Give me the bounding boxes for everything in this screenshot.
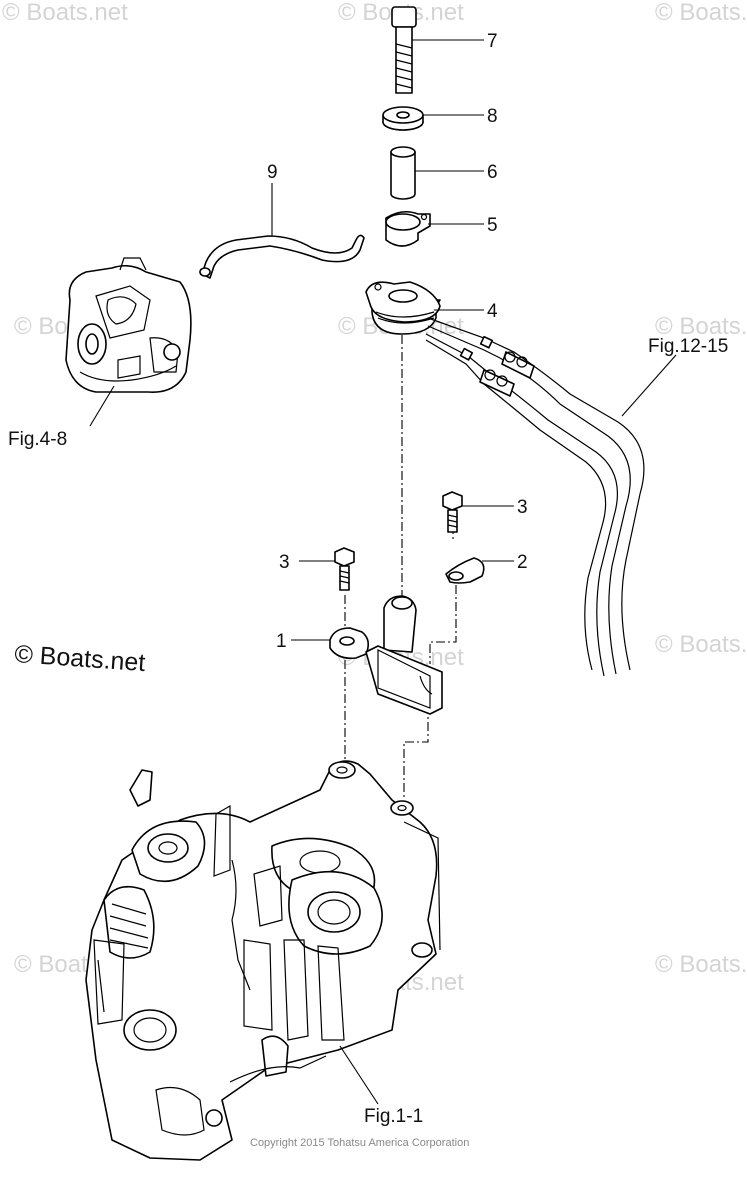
callout-6: 6 bbox=[487, 162, 498, 183]
engine-block-reference bbox=[85, 760, 441, 1161]
callout-2: 2 bbox=[517, 552, 528, 573]
fig-ref-12-15: Fig.12-15 bbox=[648, 336, 728, 357]
callouts: 7 8 6 5 4 9 3 3 2 1 bbox=[267, 31, 528, 652]
callout-8: 8 bbox=[487, 106, 498, 127]
part-7-bolt bbox=[391, 6, 417, 94]
watermark-tile: © Boats.net bbox=[655, 951, 747, 978]
watermark-main: © Boats.net bbox=[14, 640, 147, 677]
figure-references: Fig.4-8 Fig.12-15 Fig.1-1 bbox=[8, 336, 728, 1127]
part-2-cable-clip bbox=[445, 557, 485, 584]
watermark-tile: © Boats.net bbox=[655, 631, 747, 658]
part-8-washer bbox=[382, 106, 424, 131]
watermark-tile: © Boats.net bbox=[2, 0, 128, 26]
callout-3-upper: 3 bbox=[517, 497, 528, 518]
leader-lines bbox=[89, 39, 677, 1105]
part-4-throttle-cam bbox=[365, 281, 441, 335]
callout-9: 9 bbox=[267, 162, 278, 183]
watermark-tile: © Boats.net bbox=[655, 313, 747, 340]
callout-1: 1 bbox=[276, 631, 287, 652]
callout-4: 4 bbox=[487, 301, 498, 322]
part-6-collar bbox=[390, 146, 416, 200]
watermark-tile: © Boats.net bbox=[655, 0, 747, 26]
callout-7: 7 bbox=[487, 31, 498, 52]
part-3-bolt-lower bbox=[334, 547, 355, 591]
part-9-link-rod bbox=[199, 234, 365, 279]
assembly-axes bbox=[344, 335, 457, 800]
part-1-bracket bbox=[329, 595, 443, 715]
callout-5: 5 bbox=[487, 215, 498, 236]
copyright-notice: Copyright 2015 Tohatsu America Corporati… bbox=[250, 1137, 469, 1149]
callout-3-lower: 3 bbox=[279, 552, 290, 573]
throttle-cables bbox=[425, 317, 645, 677]
carburetor-reference bbox=[65, 257, 192, 393]
fig-ref-4-8: Fig.4-8 bbox=[8, 429, 67, 450]
part-5-spacer bbox=[385, 210, 431, 247]
part-3-bolt-upper bbox=[442, 491, 463, 533]
fig-ref-1-1: Fig.1-1 bbox=[364, 1106, 423, 1127]
